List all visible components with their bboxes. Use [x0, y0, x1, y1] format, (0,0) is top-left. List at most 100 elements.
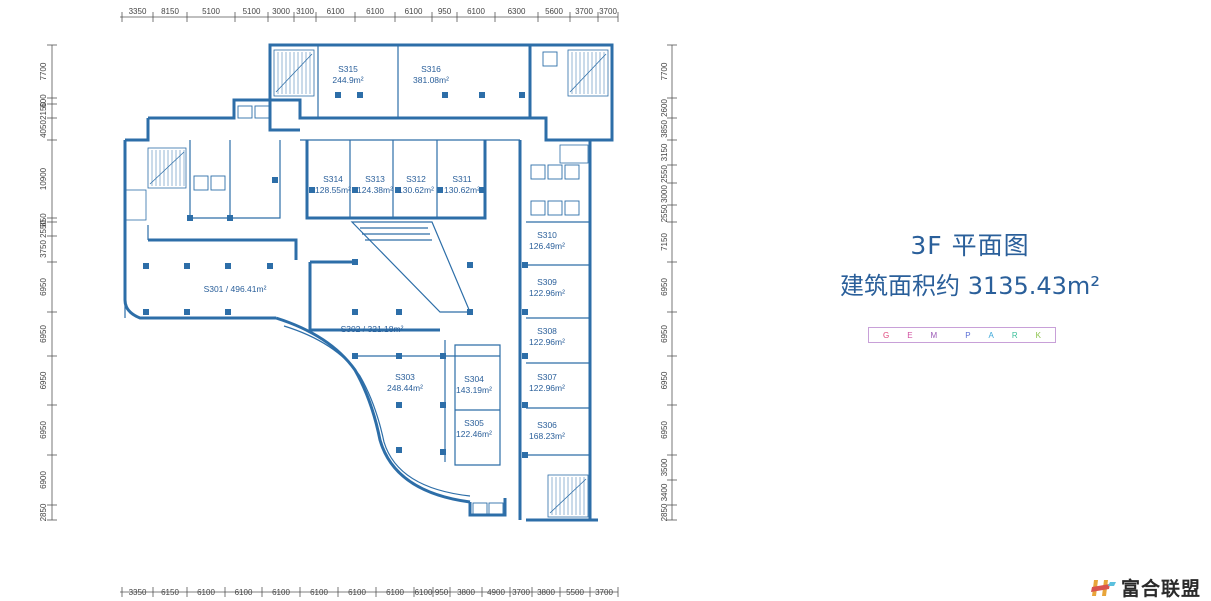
- brand-letter: M: [930, 330, 938, 340]
- dimension-label: 850: [39, 213, 48, 227]
- dimension-label: 600: [39, 94, 48, 108]
- unit-id: S313: [365, 174, 385, 184]
- dimension-label: 3700: [595, 588, 613, 597]
- dimension-label: 950: [435, 588, 449, 597]
- brand-letter: E: [907, 330, 913, 340]
- stairwells: [125, 49, 609, 518]
- unit-labels: S315244.9m²S316381.08m²S314128.55m²S3131…: [204, 64, 566, 441]
- dimension-label: 10900: [39, 167, 48, 190]
- brand-letter: P: [965, 330, 971, 340]
- dimension-label: 6950: [39, 421, 48, 439]
- brand-letter: G: [883, 330, 890, 340]
- dimension-label: 6100: [272, 588, 290, 597]
- dimension-label: 6300: [508, 7, 526, 16]
- dimension-label: 5100: [243, 7, 261, 16]
- unit-id: S307: [537, 372, 557, 382]
- unit-area: 143.19m²: [456, 385, 492, 395]
- dimension-label: 6100: [327, 7, 345, 16]
- dimension-label: 3700: [512, 588, 530, 597]
- dimension-label: 5500: [566, 588, 584, 597]
- unit-id: S316: [421, 64, 441, 74]
- unit-area: 130.62m²: [398, 185, 434, 195]
- dimension-label: 6100: [310, 588, 328, 597]
- dimension-label: 8150: [161, 7, 179, 16]
- dimension-label: 3750: [39, 240, 48, 258]
- unit-area: 126.49m²: [529, 241, 565, 251]
- dimension-label: 3800: [537, 588, 555, 597]
- dimension-label: 6950: [660, 278, 669, 296]
- dimension-label: 2550: [39, 220, 48, 238]
- dimension-label: 6900: [39, 471, 48, 489]
- dimension-label: 2550: [660, 165, 669, 183]
- dimension-label: 7700: [660, 62, 669, 80]
- dimension-label: 6100: [366, 7, 384, 16]
- unit-area: 244.9m²: [332, 75, 363, 85]
- dimension-label: 5600: [545, 7, 563, 16]
- dimension-label: 7150: [660, 233, 669, 251]
- dimension-label: 3400: [660, 483, 669, 501]
- area-value: 3135.43m²: [967, 272, 1100, 300]
- structural-columns: [143, 92, 528, 458]
- dimension-label: 6100: [348, 588, 366, 597]
- unit-area: 381.08m²: [413, 75, 449, 85]
- dimension-label: 3500: [660, 458, 669, 476]
- dimension-label: 3150: [660, 143, 669, 161]
- dimension-label: 950: [438, 7, 452, 16]
- dimension-label: 3850: [660, 120, 669, 138]
- unit-area: 128.55m²: [315, 185, 351, 195]
- unit-id: S305: [464, 418, 484, 428]
- dimension-label: 3350: [129, 588, 147, 597]
- dimension-label: 6150: [161, 588, 179, 597]
- dimension-label: 4900: [487, 588, 505, 597]
- dimension-label: 6950: [660, 325, 669, 343]
- brand-letter: A: [988, 330, 994, 340]
- dimension-label: 6100: [197, 588, 215, 597]
- unit-area: 122.96m²: [529, 383, 565, 393]
- unit-id: S301 / 496.41m²: [204, 284, 267, 294]
- brand-letter: R: [1011, 330, 1018, 340]
- dimension-label: 6100: [405, 7, 423, 16]
- unit-area: 124.38m²: [357, 185, 393, 195]
- dimension-frame: [51, 16, 673, 593]
- dimension-label: 3000: [660, 185, 669, 203]
- unit-id: S311: [452, 174, 471, 184]
- page-title: 3F 平面图: [910, 231, 1030, 260]
- dimension-label: 6950: [39, 278, 48, 296]
- stair-hatch-lines: [149, 52, 607, 515]
- right-dimensions: 7700260038503150255030002550715069506950…: [660, 44, 677, 521]
- unit-id: S303: [395, 372, 415, 382]
- unit-area: 248.44m²: [387, 383, 423, 393]
- dimension-label: 2150: [39, 102, 48, 120]
- dimension-label: 3700: [575, 7, 593, 16]
- dimension-label: 6100: [386, 588, 404, 597]
- dimension-label: 5100: [202, 7, 220, 16]
- unit-id: S304: [464, 374, 484, 384]
- dimension-label: 3000: [272, 7, 290, 16]
- unit-id: S310: [537, 230, 557, 240]
- building-area: 建筑面积约 3135.43m²: [820, 266, 1120, 301]
- unit-id: S308: [537, 326, 557, 336]
- dimension-label: 6950: [660, 371, 669, 389]
- dimension-label: 7700: [39, 62, 48, 80]
- dimension-label: 2600: [660, 99, 669, 117]
- dimension-label: 2850: [660, 503, 669, 521]
- logo-text: 富合联盟: [1121, 578, 1202, 600]
- unit-id: S309: [537, 277, 557, 287]
- unit-area: 130.62m²: [444, 185, 480, 195]
- dimension-label: 4050: [39, 120, 48, 138]
- dimension-label: 6100: [415, 588, 433, 597]
- building-walls: [123, 43, 614, 522]
- elevators: [193, 51, 580, 516]
- area-label: 建筑面积约: [840, 272, 961, 300]
- unit-area: 122.46m²: [456, 429, 492, 439]
- unit-id: S306: [537, 420, 557, 430]
- dimension-label: 3700: [599, 7, 617, 16]
- logo-mark-icon: [1091, 579, 1116, 596]
- unit-area: 122.96m²: [529, 337, 565, 347]
- dimension-label: 6100: [235, 588, 253, 597]
